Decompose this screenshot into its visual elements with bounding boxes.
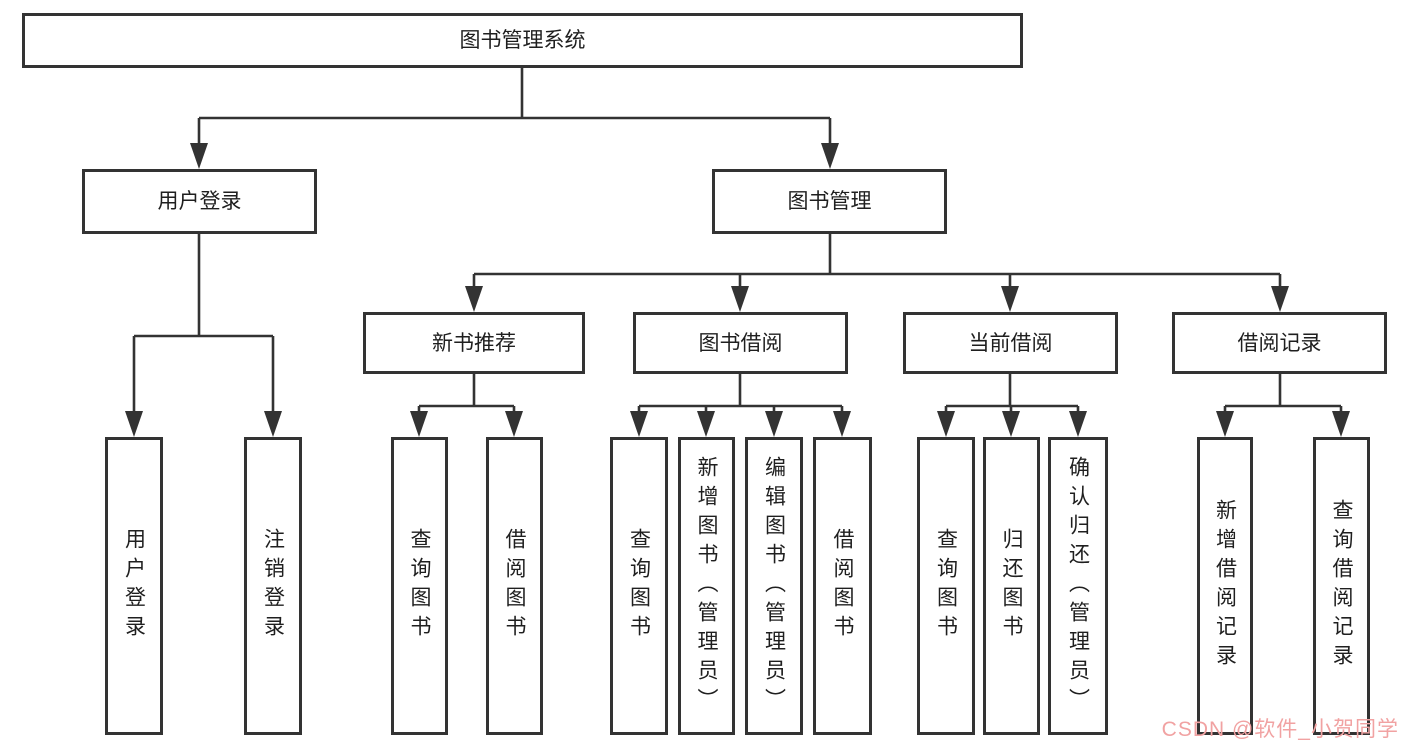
node-label: 归还图书 <box>1000 528 1023 644</box>
node-label: 借阅图书 <box>503 528 526 644</box>
node-current-borrow: 当前借阅 <box>903 312 1118 374</box>
node-label: 借阅图书 <box>831 528 854 644</box>
leaf-logout-login: 注销登录 <box>244 437 302 735</box>
leaf-add-books-admin: 新增图书（管理员） <box>678 437 735 735</box>
leaf-query-books-1: 查询图书 <box>391 437 448 735</box>
node-new-book-recommend: 新书推荐 <box>363 312 585 374</box>
leaf-return-books: 归还图书 <box>983 437 1040 735</box>
leaf-query-books-3: 查询图书 <box>917 437 975 735</box>
leaf-borrow-books-1: 借阅图书 <box>486 437 543 735</box>
node-label: 借阅记录 <box>1237 331 1322 355</box>
node-user-login: 用户登录 <box>82 169 317 234</box>
node-label: 图书借阅 <box>698 331 783 355</box>
leaf-add-borrow-record: 新增借阅记录 <box>1197 437 1253 735</box>
node-label: 当前借阅 <box>968 331 1053 355</box>
leaf-confirm-return-admin: 确认归还（管理员） <box>1048 437 1108 735</box>
leaf-borrow-books-2: 借阅图书 <box>813 437 872 735</box>
node-label: 用户登录 <box>122 528 146 644</box>
leaf-edit-books-admin: 编辑图书（管理员） <box>745 437 803 735</box>
node-label: 查询借阅记录 <box>1330 499 1353 673</box>
node-label: 用户登录 <box>157 190 242 213</box>
node-book-management: 图书管理 <box>712 169 947 234</box>
leaf-user-login: 用户登录 <box>105 437 163 735</box>
node-label: 确认归还（管理员） <box>1066 455 1090 717</box>
node-borrow-records: 借阅记录 <box>1172 312 1387 374</box>
node-label: 新书推荐 <box>432 331 516 355</box>
leaf-query-borrow-record: 查询借阅记录 <box>1313 437 1370 735</box>
node-label: 查询图书 <box>627 528 651 644</box>
csdn-watermark: CSDN @软件_小贺同学 <box>1161 718 1399 741</box>
node-library-management-system: 图书管理系统 <box>22 13 1023 68</box>
node-book-borrow: 图书借阅 <box>633 312 848 374</box>
node-label: 查询图书 <box>408 528 431 644</box>
node-label: 注销登录 <box>261 528 285 644</box>
node-label: 图书管理 <box>787 190 872 213</box>
node-label: 新增图书（管理员） <box>695 455 718 717</box>
node-label: 新增借阅记录 <box>1213 499 1237 673</box>
leaf-query-books-2: 查询图书 <box>610 437 668 735</box>
node-label: 查询图书 <box>934 528 958 644</box>
node-label: 图书管理系统 <box>459 29 586 52</box>
node-label: 编辑图书（管理员） <box>762 455 786 717</box>
